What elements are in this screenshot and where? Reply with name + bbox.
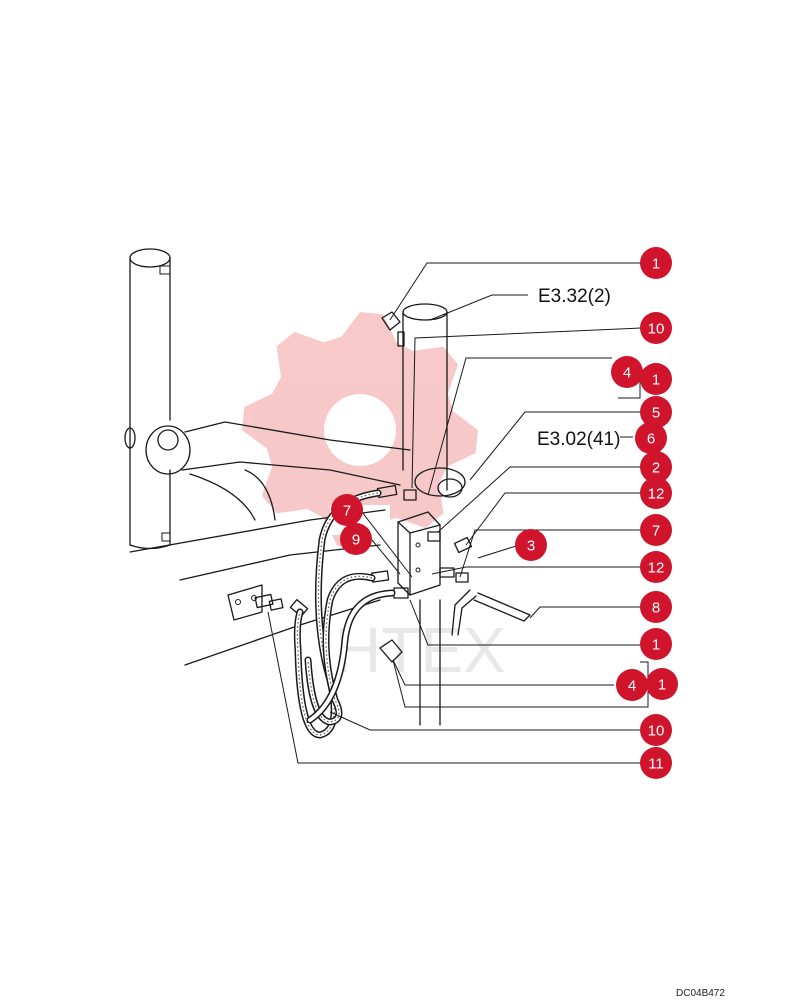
callout-c9[interactable]: 9 [340, 523, 372, 555]
callout-c6[interactable]: 6 [635, 422, 667, 454]
reference-e3-32: E3.32(2) [538, 286, 611, 307]
callout-c1b[interactable]: 1 [640, 363, 672, 395]
callout-c10a[interactable]: 10 [640, 312, 672, 344]
callout-c12b[interactable]: 12 [640, 551, 672, 583]
callout-c8[interactable]: 8 [640, 591, 672, 623]
callout-number: 12 [648, 560, 665, 577]
callout-c5[interactable]: 5 [640, 396, 672, 428]
callout-c1d[interactable]: 1 [646, 668, 678, 700]
callout-number: 12 [648, 486, 665, 503]
callout-number: 7 [652, 523, 660, 540]
callout-number: 6 [647, 431, 655, 448]
rigid-pipe [451, 589, 531, 636]
hydraulic-hoses [293, 489, 396, 739]
fittings [289, 311, 473, 663]
callout-number: 2 [652, 460, 660, 477]
callout-number: 1 [658, 677, 666, 694]
callout-number: 4 [628, 678, 636, 695]
callout-number: 5 [652, 405, 660, 422]
callout-number: 1 [652, 256, 660, 273]
callout-c12a[interactable]: 12 [640, 477, 672, 509]
callout-c7b[interactable]: 7 [640, 514, 672, 546]
callout-number: 8 [652, 600, 660, 617]
mounting-plate [227, 584, 284, 621]
callout-c11[interactable]: 11 [640, 747, 672, 779]
document-code: DC04B472 [676, 988, 725, 999]
callout-number: 1 [652, 637, 660, 654]
reference-e3-02: E3.02(41) [537, 429, 620, 450]
callout-c7a[interactable]: 7 [331, 494, 363, 526]
callout-number: 10 [648, 723, 665, 740]
callout-number: 1 [652, 372, 660, 389]
right-post [402, 303, 448, 726]
left-post [124, 248, 171, 550]
callout-number: 4 [623, 365, 631, 382]
callout-number: 10 [648, 321, 665, 338]
leader-lines [267, 262, 649, 764]
callout-number: 11 [648, 756, 664, 773]
callout-c4b[interactable]: 4 [616, 669, 648, 701]
callout-number: 9 [352, 532, 360, 549]
callout-c2[interactable]: 2 [640, 451, 672, 483]
callout-c3[interactable]: 3 [515, 529, 547, 561]
callout-c10b[interactable]: 10 [640, 714, 672, 746]
callout-c1c[interactable]: 1 [640, 628, 672, 660]
callout-number: 7 [343, 503, 351, 520]
callout-c4a[interactable]: 4 [611, 356, 643, 388]
valve-block [397, 467, 466, 596]
callout-number: 3 [527, 538, 535, 555]
callout-c1a[interactable]: 1 [640, 247, 672, 279]
